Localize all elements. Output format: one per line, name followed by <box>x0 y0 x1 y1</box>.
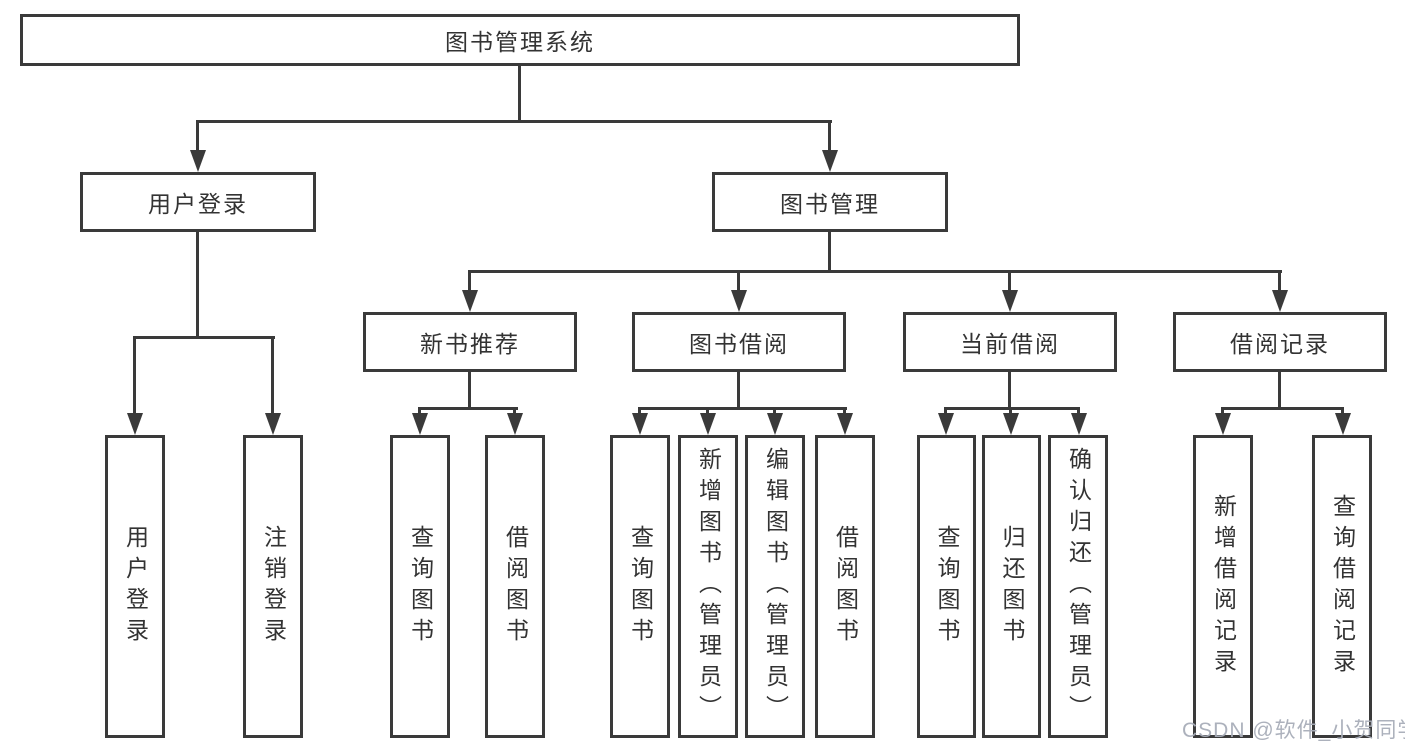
node-borrow-records: 借阅记录 <box>1173 312 1387 372</box>
connector-drop-user-login <box>196 120 199 152</box>
node-leaf-user-login-label: 用户登录 <box>122 524 149 649</box>
arrow-down-icon <box>1335 413 1351 435</box>
node-root: 图书管理系统 <box>20 14 1020 66</box>
node-leaf-add-book-admin-label: 新增图书（管理员） <box>695 447 722 726</box>
node-book-management: 图书管理 <box>712 172 948 232</box>
node-leaf-borrow-book-label: 借阅图书 <box>832 524 859 649</box>
node-leaf-confirm-return-admin-label: 确认归还（管理员） <box>1065 447 1092 726</box>
node-leaf-query-books-current-label: 查询图书 <box>934 524 960 649</box>
node-leaf-confirm-return-admin: 确认归还（管理员） <box>1048 435 1108 738</box>
connector-drop-leaf <box>843 407 846 415</box>
connector-drop-leaf <box>1077 407 1080 415</box>
connector-level2-bus <box>468 270 1282 273</box>
connector-drop-leaf <box>418 407 421 415</box>
arrow-down-icon <box>127 413 143 435</box>
node-leaf-logout-label: 注销登录 <box>260 524 287 649</box>
node-book-management-label: 图书管理 <box>780 191 880 217</box>
arrow-down-icon <box>700 413 716 435</box>
connector-user-login-bus <box>133 336 275 339</box>
connector-drop-leaf <box>944 407 947 415</box>
arrow-down-icon <box>1003 413 1019 435</box>
connector-drop-current <box>1008 270 1011 292</box>
node-leaf-query-borrow-record: 查询借阅记录 <box>1312 435 1372 738</box>
connector-recommend-stem <box>468 372 471 410</box>
node-leaf-logout: 注销登录 <box>243 435 303 738</box>
node-leaf-query-books-borrow-label: 查询图书 <box>627 524 654 649</box>
node-leaf-query-books-borrow: 查询图书 <box>610 435 670 738</box>
node-new-book-recommend: 新书推荐 <box>363 312 577 372</box>
arrow-down-icon <box>507 413 523 435</box>
node-leaf-add-book-admin: 新增图书（管理员） <box>678 435 738 738</box>
connector-recommend-bus <box>418 407 518 410</box>
node-current-borrow-label: 当前借阅 <box>960 331 1060 357</box>
arrow-down-icon <box>462 290 478 312</box>
connector-drop-leaf <box>513 407 516 415</box>
node-user-login-label: 用户登录 <box>148 191 248 217</box>
connector-records-bus <box>1221 407 1344 410</box>
connector-borrow-bus <box>638 407 847 410</box>
node-leaf-return-book-label: 归还图书 <box>999 524 1025 649</box>
connector-records-stem <box>1278 372 1281 410</box>
arrow-down-icon <box>938 413 954 435</box>
node-leaf-edit-book-admin-label: 编辑图书（管理员） <box>762 447 789 726</box>
arrow-down-icon <box>190 150 206 172</box>
arrow-down-icon <box>822 150 838 172</box>
node-book-borrow-label: 图书借阅 <box>689 331 789 357</box>
node-user-login: 用户登录 <box>80 172 316 232</box>
node-new-book-recommend-label: 新书推荐 <box>420 331 520 357</box>
connector-drop-borrow <box>737 270 740 292</box>
connector-borrow-stem <box>737 372 740 410</box>
connector-current-bus <box>944 407 1080 410</box>
arrow-down-icon <box>1002 290 1018 312</box>
arrow-down-icon <box>265 413 281 435</box>
connector-drop-leaf <box>706 407 709 415</box>
connector-root-stem <box>518 66 521 122</box>
arrow-down-icon <box>837 413 853 435</box>
node-root-label: 图书管理系统 <box>445 29 595 55</box>
connector-drop-records <box>1278 270 1281 292</box>
connector-user-login-stem <box>196 232 199 336</box>
arrow-down-icon <box>1272 290 1288 312</box>
connector-drop-leaf <box>1221 407 1224 415</box>
connector-level1-bus <box>196 120 832 123</box>
node-leaf-add-borrow-record: 新增借阅记录 <box>1193 435 1253 738</box>
node-book-borrow: 图书借阅 <box>632 312 846 372</box>
connector-drop-leaf <box>638 407 641 415</box>
connector-current-stem <box>1008 372 1011 410</box>
connector-drop-leaf <box>773 407 776 415</box>
connector-drop-leaf <box>1341 407 1344 415</box>
node-leaf-return-book: 归还图书 <box>982 435 1041 738</box>
connector-drop-leaf <box>133 336 136 414</box>
connector-drop-recommend <box>468 270 471 292</box>
arrow-down-icon <box>412 413 428 435</box>
node-leaf-user-login: 用户登录 <box>105 435 165 738</box>
arrow-down-icon <box>1071 413 1087 435</box>
node-leaf-add-borrow-record-label: 新增借阅记录 <box>1210 493 1237 680</box>
node-leaf-query-books-recommend-label: 查询图书 <box>407 524 434 649</box>
node-leaf-query-borrow-record-label: 查询借阅记录 <box>1329 493 1356 680</box>
csdn-watermark: CSDN @软件_小贺同学 <box>1182 719 1405 742</box>
node-leaf-edit-book-admin: 编辑图书（管理员） <box>745 435 805 738</box>
node-leaf-borrow-book: 借阅图书 <box>815 435 875 738</box>
connector-drop-book-mgmt <box>828 120 831 152</box>
node-leaf-borrow-books-recommend-label: 借阅图书 <box>502 524 529 649</box>
arrow-down-icon <box>767 413 783 435</box>
connector-drop-leaf <box>1009 407 1012 415</box>
arrow-down-icon <box>632 413 648 435</box>
arrow-down-icon <box>1215 413 1231 435</box>
node-leaf-query-books-current: 查询图书 <box>917 435 976 738</box>
node-borrow-records-label: 借阅记录 <box>1230 331 1330 357</box>
connector-book-mgmt-stem <box>828 232 831 272</box>
arrow-down-icon <box>731 290 747 312</box>
node-current-borrow: 当前借阅 <box>903 312 1117 372</box>
node-leaf-query-books-recommend: 查询图书 <box>390 435 450 738</box>
node-leaf-borrow-books-recommend: 借阅图书 <box>485 435 545 738</box>
connector-drop-leaf <box>271 336 274 414</box>
